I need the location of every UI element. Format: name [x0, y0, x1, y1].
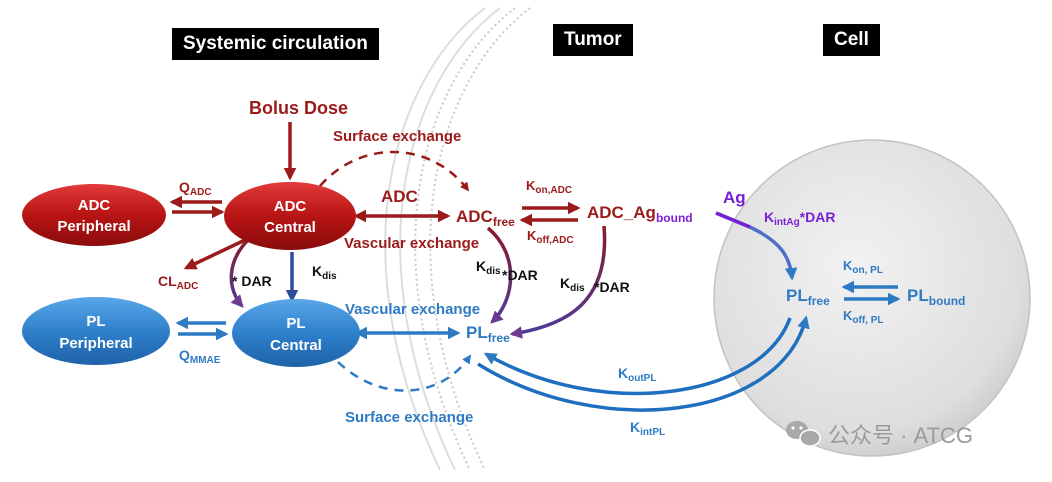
- k-int-pl-label: KintPL: [630, 419, 665, 438]
- dar-mid-label: *DAR: [502, 267, 538, 283]
- k-off-adc-label: Koff,ADC: [527, 228, 574, 246]
- vascular-exchange-pl-label: Vascular exchange: [345, 301, 480, 318]
- dar-right-label: *DAR: [594, 279, 630, 295]
- k-on-pl-label: Kon, PL: [843, 258, 883, 276]
- adc-peripheral-line1: ADC: [78, 197, 111, 214]
- pl-central-line2: Central: [270, 337, 322, 354]
- adc-ag-bound-label: ADC_Agbound: [587, 203, 693, 225]
- vascular-exchange-adc-label: Vascular exchange: [344, 235, 479, 252]
- k-int-ag-label: KintAg*DAR: [764, 209, 835, 228]
- dar-left-label: * DAR: [232, 273, 272, 289]
- pl-free-tumor-label: PLfree: [466, 323, 510, 345]
- surface-exchange-top-label: Surface exchange: [333, 128, 461, 145]
- tumor-header: Tumor: [553, 24, 633, 56]
- adc-free-label: ADCfree: [456, 207, 515, 229]
- adc-free-dar-curve: [486, 226, 513, 324]
- adc-central-line1: ADC: [274, 198, 307, 215]
- bolus-dose-label: Bolus Dose: [249, 98, 348, 118]
- k-int-ag-arrow: [715, 211, 798, 281]
- adc-peripheral-line2: Peripheral: [57, 218, 130, 235]
- adc-arrow-label: ADC: [381, 187, 418, 206]
- k-dis-right-label: Kdis: [560, 275, 585, 294]
- adc-central-line2: Central: [264, 219, 316, 236]
- k-out-pl-arrow: [483, 317, 792, 396]
- q-adc-label: QADC: [179, 179, 212, 198]
- adc-peripheral-node: ADC Peripheral: [22, 184, 166, 246]
- pl-free-cell-label: PLfree: [786, 286, 830, 308]
- cl-adc-label: CLADC: [158, 273, 198, 292]
- pl-central-line1: PL: [286, 315, 305, 332]
- k-dis-mid-label: Kdis: [476, 258, 501, 277]
- k-on-adc-label: Kon,ADC: [526, 178, 572, 196]
- k-off-pl-label: Koff, PL: [843, 308, 884, 326]
- q-mmae-label: QMMAE: [179, 347, 221, 366]
- watermark: 公众号 · ATCG: [786, 421, 973, 448]
- k-int-pl-arrow: [477, 315, 810, 412]
- adc-surface-exchange-arc: [319, 150, 470, 192]
- pl-surface-exchange-arc: [337, 354, 472, 392]
- adc-bound-dar-curve: [509, 225, 607, 339]
- wechat-icon: [786, 421, 821, 447]
- surface-exchange-bottom-label: Surface exchange: [345, 409, 473, 426]
- vessel-boundary: [384, 7, 531, 471]
- k-out-pl-label: KoutPL: [618, 365, 656, 384]
- adc-central-node: ADC Central: [224, 182, 356, 250]
- pl-peripheral-line1: PL: [86, 313, 105, 330]
- adc-central-dar-curve: [229, 236, 252, 308]
- pl-central-node: PL Central: [232, 299, 360, 367]
- ag-label: Ag: [723, 188, 746, 207]
- pl-peripheral-line2: Peripheral: [59, 335, 132, 352]
- systemic-circulation-header: Systemic circulation: [172, 28, 379, 60]
- watermark-text: 公众号 · ATCG: [828, 423, 973, 448]
- pl-bound-label: PLbound: [907, 286, 965, 308]
- cell-header: Cell: [823, 24, 880, 56]
- ag-segment: [715, 211, 751, 229]
- pl-peripheral-node: PL Peripheral: [22, 297, 170, 365]
- k-dis-left-label: Kdis: [312, 263, 337, 282]
- cl-adc-arrow: [183, 238, 246, 270]
